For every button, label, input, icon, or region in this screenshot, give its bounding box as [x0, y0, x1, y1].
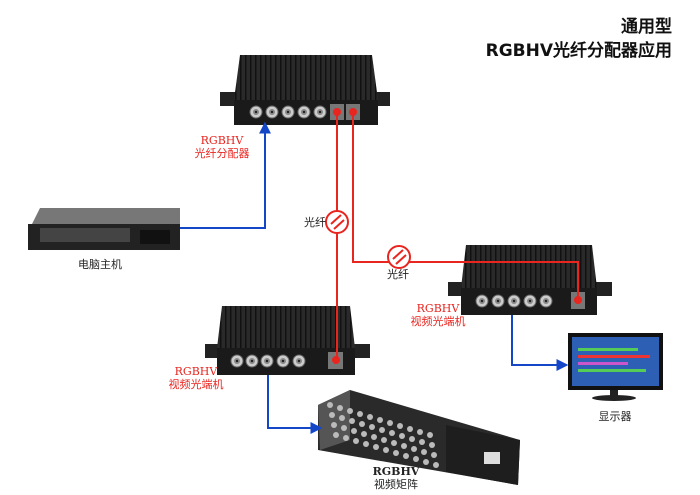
video-link-receiver-to-monitor — [511, 315, 569, 371]
bnc-connector — [343, 435, 349, 441]
bnc-connector — [357, 411, 363, 417]
bnc-connector — [347, 408, 353, 414]
fiber-link-2 — [352, 112, 579, 300]
bnc-connector — [417, 429, 423, 435]
bnc-connector — [421, 449, 427, 455]
bnc-connector — [399, 433, 405, 439]
video-receiver-right-device — [448, 245, 612, 315]
video-receiver-left-device — [205, 306, 370, 375]
bnc-connector — [353, 438, 359, 444]
fiber-splitter-device — [220, 55, 390, 125]
receiver-right-label: RGBHV 视频光端机 — [411, 302, 466, 328]
bnc-connector — [383, 447, 389, 453]
video-matrix-device — [318, 390, 520, 485]
label-line: 光纤分配器 — [194, 147, 250, 160]
bnc-connector — [393, 450, 399, 456]
label-line: RGBHV — [200, 134, 244, 147]
bnc-connector — [351, 428, 357, 434]
bnc-connector — [367, 414, 373, 420]
bnc-connector — [369, 424, 375, 430]
bnc-connector — [371, 434, 377, 440]
fiber-label-1: 光纤 — [304, 216, 326, 229]
title-line1: 通用型 — [621, 17, 672, 37]
label-line: RGBHV — [416, 302, 460, 315]
bnc-connector — [387, 420, 393, 426]
bnc-connector — [431, 452, 437, 458]
video-link-receiver-to-matrix — [267, 375, 323, 434]
monitor-device — [568, 333, 663, 401]
bnc-connector — [327, 402, 333, 408]
monitor-label: 显示器 — [598, 410, 632, 423]
label-line: 视频光端机 — [168, 378, 224, 391]
bnc-connector — [329, 412, 335, 418]
bnc-connector — [361, 431, 367, 437]
label-line: 视频矩阵 — [373, 478, 418, 491]
bnc-connector — [423, 459, 429, 465]
server-label: 电脑主机 — [78, 258, 122, 271]
bnc-connector — [381, 437, 387, 443]
bnc-connector — [341, 425, 347, 431]
bnc-connector — [409, 436, 415, 442]
bnc-connector — [337, 405, 343, 411]
bnc-connector — [429, 442, 435, 448]
matrix-label: RGBHV 视频矩阵 — [373, 465, 420, 491]
bnc-connector — [333, 432, 339, 438]
bnc-connector — [401, 443, 407, 449]
bnc-connector — [359, 421, 365, 427]
bnc-connector — [379, 427, 385, 433]
label-line: RGBHV — [174, 365, 218, 378]
bnc-connector — [339, 415, 345, 421]
label-line: 视频光端机 — [410, 315, 466, 328]
receiver-left-label: RGBHV 视频光端机 — [169, 365, 224, 391]
splitter-label: RGBHV 光纤分配器 — [195, 134, 250, 160]
bnc-connector — [373, 444, 379, 450]
fiber-icon — [325, 210, 349, 234]
bnc-connector — [331, 422, 337, 428]
bnc-connector — [411, 446, 417, 452]
bnc-connector — [403, 453, 409, 459]
video-link-server-to-splitter — [180, 121, 271, 229]
bnc-connector — [413, 456, 419, 462]
title-line2: RGBHV光纤分配器应用 — [485, 41, 672, 61]
bnc-connector — [349, 418, 355, 424]
bnc-connector — [391, 440, 397, 446]
bnc-connector — [389, 430, 395, 436]
bnc-connector — [363, 441, 369, 447]
bnc-connector — [419, 439, 425, 445]
label-line: RGBHV — [372, 465, 420, 478]
computer-host-device — [28, 208, 180, 250]
bnc-connector — [407, 426, 413, 432]
bnc-connector — [377, 417, 383, 423]
bnc-connector — [397, 423, 403, 429]
bnc-connector — [427, 432, 433, 438]
fiber-label-2: 光纤 — [387, 268, 409, 281]
fiber-icon — [387, 245, 411, 269]
bnc-connector — [433, 462, 439, 468]
